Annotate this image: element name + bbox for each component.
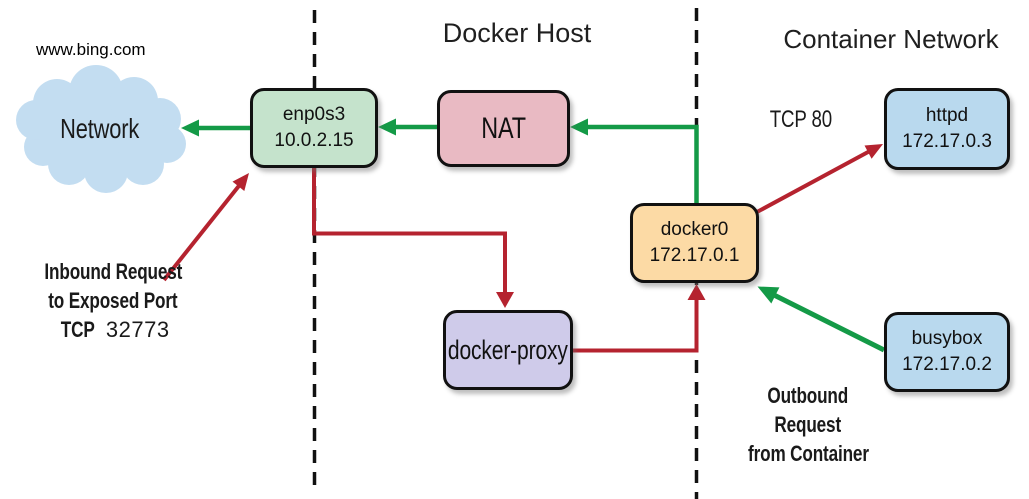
inbound-request-annotation: Inbound Request to Exposed Port TCP 3277…	[44, 259, 182, 342]
inbound-port-number: 32773	[105, 317, 170, 342]
node-httpd: httpd 172.17.0.3	[884, 88, 1010, 170]
container-network-zone-title: Container Network	[783, 24, 999, 54]
green-arrow-busybox-to-docker0	[757, 286, 886, 353]
tcp-80-label: TCP 80	[769, 106, 833, 133]
busybox-label: busybox	[911, 328, 983, 349]
docker0-ip: 172.17.0.1	[649, 245, 740, 266]
red-arrow-docker-proxy-to-docker0	[573, 284, 706, 353]
nat-label: NAT	[481, 111, 526, 145]
red-arrow-inbound-to-enp0s3	[162, 173, 249, 282]
docker0-label: docker0	[660, 219, 729, 240]
enp0s3-ip: 10.0.2.15	[274, 130, 354, 151]
node-nat: NAT	[437, 90, 570, 167]
network-cloud-icon	[16, 65, 186, 193]
green-arrow-nat-to-enp0s3	[378, 118, 437, 136]
network-cloud-label: Network	[60, 113, 140, 144]
httpd-ip: 172.17.0.3	[902, 131, 992, 152]
enp0s3-label: enp0s3	[282, 104, 346, 125]
green-arrow-docker0-to-nat	[570, 118, 699, 204]
busybox-ip: 172.17.0.2	[902, 354, 992, 375]
outbound-request-annotation: Outbound Request from Container	[747, 383, 869, 466]
red-arrow-enp0s3-to-docker-proxy	[312, 167, 514, 308]
red-arrow-docker0-to-httpd	[756, 144, 883, 214]
node-docker-proxy: docker-proxy	[443, 310, 573, 390]
node-enp0s3: enp0s3 10.0.2.15	[250, 88, 378, 168]
node-busybox: busybox 172.17.0.2	[884, 312, 1010, 392]
docker-host-zone-title: Docker Host	[442, 18, 592, 48]
bing-url-label: www.bing.com	[36, 40, 146, 59]
green-arrow-enp0s3-to-network	[181, 119, 252, 137]
node-docker0: docker0 172.17.0.1	[630, 203, 759, 283]
httpd-label: httpd	[925, 105, 969, 126]
docker-proxy-label: docker-proxy	[448, 335, 568, 365]
